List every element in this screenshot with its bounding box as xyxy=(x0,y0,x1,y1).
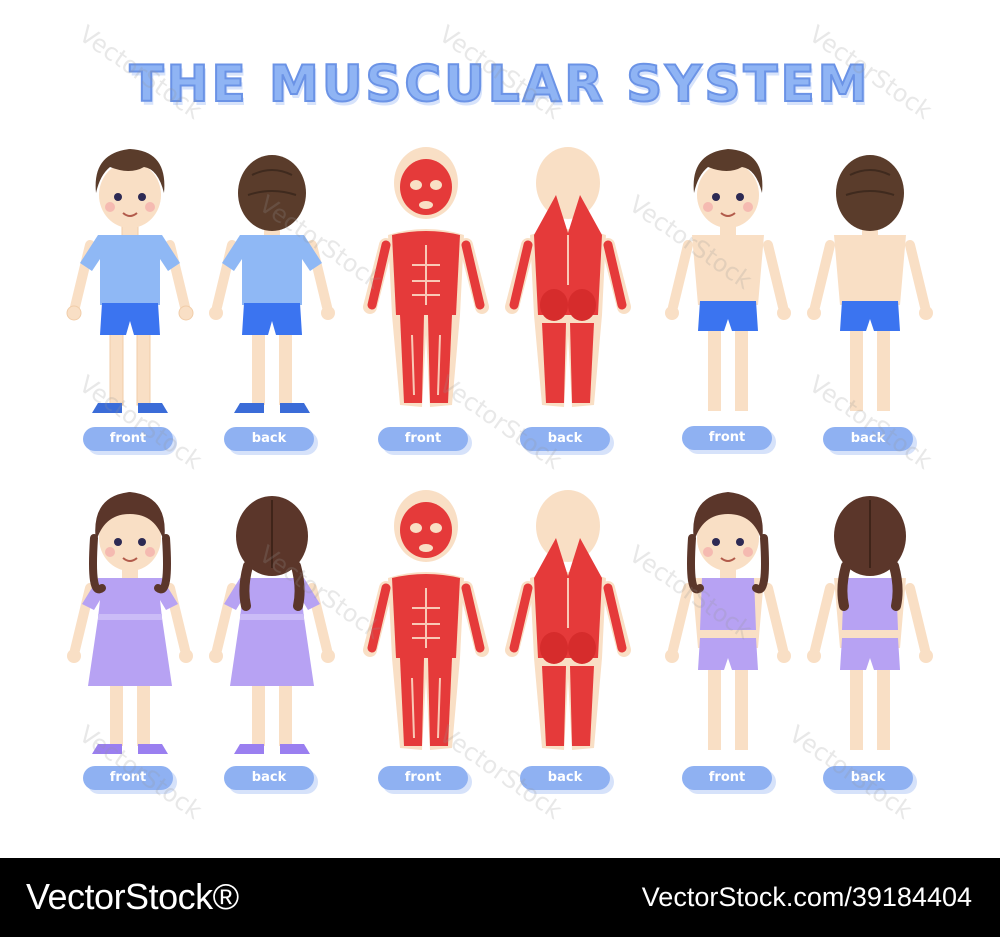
boy-dressed-front-figure xyxy=(66,149,194,413)
label-girl-underwear-back: back xyxy=(823,766,913,790)
boy-muscles-back-figure xyxy=(505,147,631,407)
label-boy-dressed-back: back xyxy=(224,427,314,451)
label-boy-dressed-front: front xyxy=(83,427,173,451)
girl-muscles-front-figure xyxy=(363,490,489,750)
label-boy-muscles-back: back xyxy=(520,427,610,451)
boy-dressed-back-figure xyxy=(209,155,335,413)
girl-muscles-back-figure xyxy=(505,490,631,750)
footer-bar: VectorStock® VectorStock.com/39184404 xyxy=(0,858,1000,937)
girl-underwear-front-figure xyxy=(665,492,791,750)
footer-brand: VectorStock® xyxy=(26,876,239,917)
poster-title: THE MUSCULAR SYSTEM xyxy=(129,54,871,114)
label-girl-underwear-front: front xyxy=(682,766,772,790)
label-girl-muscles-back: back xyxy=(520,766,610,790)
label-girl-dressed-back: back xyxy=(224,766,314,790)
label-boy-underwear-back: back xyxy=(823,427,913,451)
boy-muscles-front-figure xyxy=(363,147,489,407)
label-boy-underwear-front: front xyxy=(682,426,772,450)
boy-underwear-front-figure xyxy=(665,149,791,411)
label-boy-muscles-front: front xyxy=(378,427,468,451)
label-girl-dressed-front: front xyxy=(83,766,173,790)
girl-dressed-front-figure xyxy=(67,492,193,754)
boy-underwear-back-figure xyxy=(807,155,933,411)
label-girl-muscles-front: front xyxy=(378,766,468,790)
girl-underwear-back-figure xyxy=(807,496,933,750)
girl-dressed-back-figure xyxy=(209,496,335,754)
footer-image-id: VectorStock.com/39184404 xyxy=(641,882,972,912)
